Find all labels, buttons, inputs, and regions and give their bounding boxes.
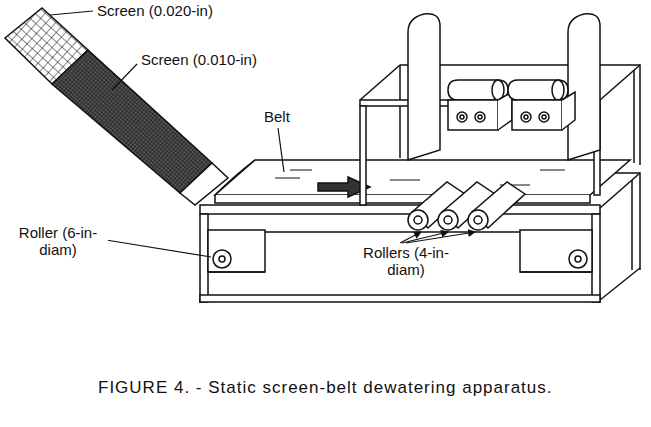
vertical-belts xyxy=(408,14,440,160)
lower-frame xyxy=(200,205,600,214)
leader-lines xyxy=(50,11,475,257)
upper-frame xyxy=(399,65,401,158)
leader-lines xyxy=(106,240,211,257)
press-rollers xyxy=(472,182,525,228)
press-blocks xyxy=(524,115,528,119)
roller-label: Roller (6-in-diam) xyxy=(8,224,108,258)
roller-label: Rollers (4-in-diam) xyxy=(350,244,462,278)
upper-frame xyxy=(633,70,635,163)
press-rollers xyxy=(444,216,452,224)
leader-lines xyxy=(406,232,475,243)
screen-label: Screen (0.020-in) xyxy=(95,2,215,19)
belt xyxy=(215,160,630,203)
leader-lines xyxy=(50,11,93,15)
press-rollers xyxy=(408,182,525,230)
end-rollers xyxy=(569,250,587,268)
press-blocks xyxy=(512,100,562,130)
upper-frame xyxy=(360,106,366,205)
press-blocks xyxy=(460,115,464,119)
press-rollers xyxy=(474,216,482,224)
lower-frame xyxy=(200,295,600,302)
press-rollers xyxy=(414,216,422,224)
lower-frame xyxy=(631,180,633,270)
press-blocks xyxy=(562,92,575,130)
screen-label: Screen (0.010-in) xyxy=(139,51,259,68)
press-blocks xyxy=(448,80,508,100)
press-blocks xyxy=(539,112,549,122)
press-blocks xyxy=(508,80,568,100)
lower-frame xyxy=(600,268,640,300)
vertical-belts xyxy=(408,14,600,160)
press-rollers xyxy=(438,210,458,230)
figure-caption: FIGURE 4. - Static screen-belt dewaterin… xyxy=(98,378,553,398)
press-blocks xyxy=(457,112,467,122)
belt xyxy=(215,160,630,195)
leader-lines xyxy=(112,64,137,90)
press-blocks xyxy=(552,80,564,100)
press-rollers xyxy=(408,210,428,230)
inclined-screen xyxy=(52,50,212,193)
belt xyxy=(215,195,590,203)
lower-frame xyxy=(592,214,600,302)
lower-frame xyxy=(265,231,520,233)
end-rollers xyxy=(219,256,225,262)
lower-frame xyxy=(208,230,265,272)
press-blocks xyxy=(475,112,485,122)
press-blocks xyxy=(448,80,575,130)
press-blocks xyxy=(542,115,546,119)
inclined-screen xyxy=(5,8,228,205)
end-rollers xyxy=(575,256,581,262)
press-blocks xyxy=(478,115,482,119)
press-rollers xyxy=(468,210,488,230)
inclined-screen xyxy=(180,163,228,205)
press-blocks xyxy=(448,100,498,130)
part-label: Belt xyxy=(262,108,292,125)
end-rollers xyxy=(213,250,231,268)
press-blocks xyxy=(521,112,531,122)
lower-frame xyxy=(520,230,592,272)
vertical-belts xyxy=(568,14,600,160)
leader-lines xyxy=(278,128,284,172)
lower-frame xyxy=(200,214,208,302)
